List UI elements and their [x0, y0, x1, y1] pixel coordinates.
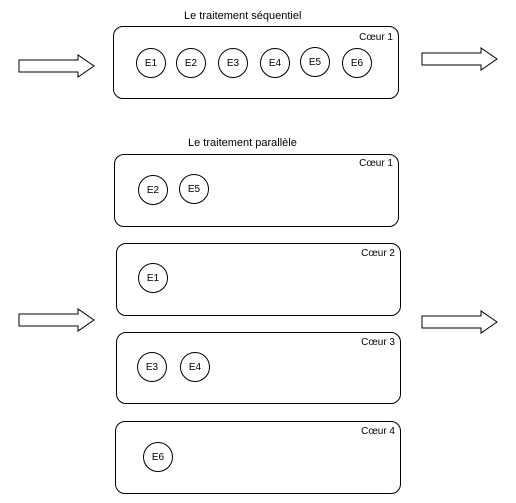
task-node: E6 [342, 48, 372, 78]
parallel-output-arrow-icon [421, 310, 498, 334]
parallel-core-box: Cœur 2 E1 [116, 243, 401, 316]
parallel-core-label: Cœur 1 [359, 158, 393, 169]
parallel-core-box: Cœur 4 E6 [115, 421, 401, 494]
task-node: E1 [138, 263, 168, 293]
sequential-core-box: Cœur 1 E1 E2 E3 E4 E5 E6 [113, 26, 399, 99]
parallel-core-label: Cœur 4 [361, 426, 395, 437]
parallel-input-arrow-icon [18, 308, 95, 332]
parallel-core-label: Cœur 3 [361, 337, 395, 348]
parallel-title: Le traitement parallèle [188, 137, 297, 149]
task-node: E3 [137, 352, 167, 382]
sequential-title: Le traitement séquentiel [184, 10, 302, 22]
task-node: E4 [260, 48, 290, 78]
sequential-output-arrow-icon [421, 47, 498, 71]
parallel-core-box: Cœur 3 E3 E4 [116, 332, 401, 404]
task-node: E5 [300, 47, 330, 77]
task-node: E4 [180, 352, 210, 382]
task-node: E6 [143, 442, 173, 472]
task-node: E3 [218, 48, 248, 78]
task-node: E1 [136, 48, 166, 78]
task-node: E2 [176, 48, 206, 78]
parallel-core-label: Cœur 2 [361, 248, 395, 259]
parallel-core-box: Cœur 1 E2 E5 [114, 154, 399, 227]
task-node: E5 [179, 174, 209, 204]
sequential-input-arrow-icon [18, 54, 95, 78]
task-node: E2 [138, 175, 168, 205]
sequential-core-label: Cœur 1 [359, 32, 393, 43]
